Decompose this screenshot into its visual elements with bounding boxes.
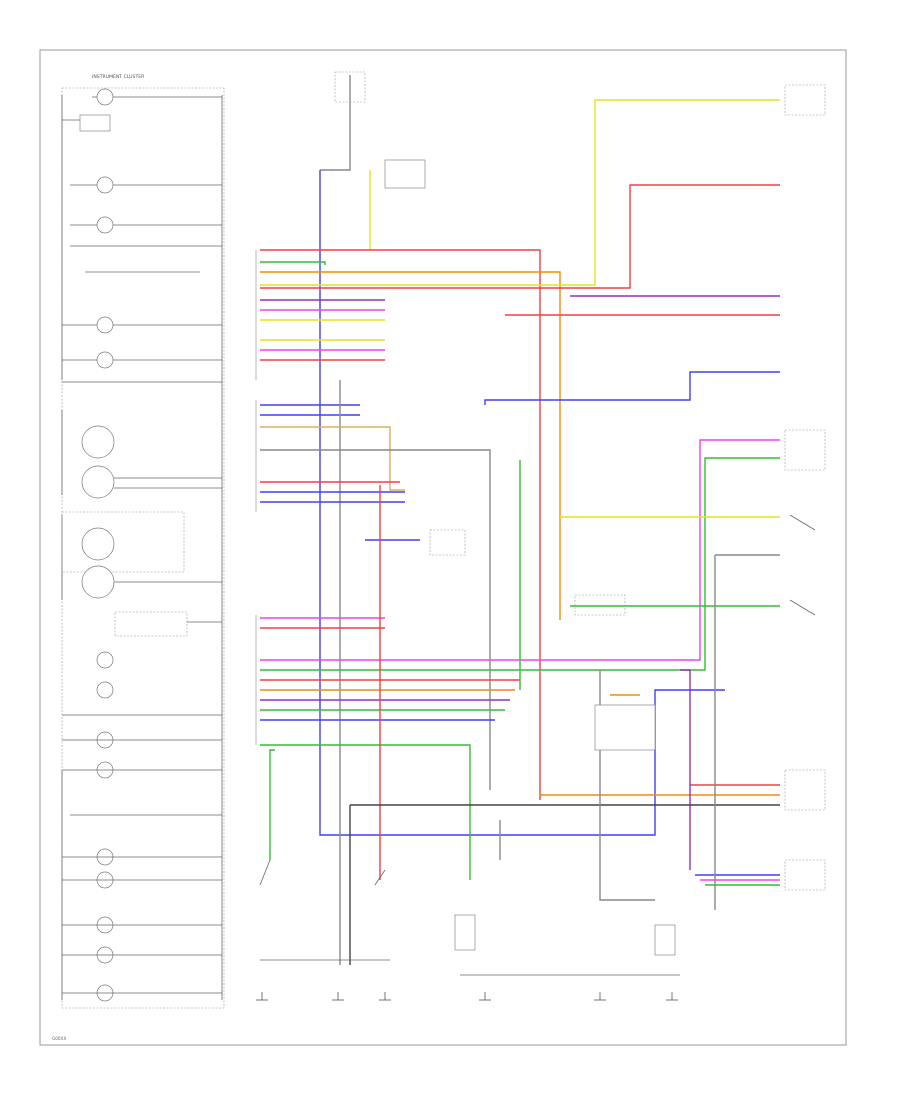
module-box bbox=[784, 429, 826, 471]
lower-indicators bbox=[62, 611, 222, 1002]
switch-icon bbox=[374, 869, 386, 886]
gauge-box bbox=[61, 511, 185, 573]
bulb-icon bbox=[96, 88, 114, 106]
relay-icon bbox=[79, 114, 111, 132]
relay-icon bbox=[594, 704, 656, 751]
bulb-icon bbox=[96, 651, 114, 669]
bulb-icon bbox=[96, 216, 114, 234]
module-box bbox=[784, 859, 826, 891]
sensor-box bbox=[429, 529, 466, 556]
module-box bbox=[784, 84, 826, 116]
fuse-block bbox=[334, 71, 366, 103]
gauge-icon bbox=[81, 527, 115, 561]
bulb-icon bbox=[96, 351, 114, 369]
diagram-frame bbox=[39, 49, 847, 1046]
gauge-icon bbox=[81, 565, 115, 599]
bulb-icon bbox=[96, 316, 114, 334]
switch-icon bbox=[454, 914, 476, 951]
bulb-icon bbox=[96, 681, 114, 699]
ground-icon bbox=[256, 992, 678, 1001]
diagram-title: INSTRUMENT CLUSTER bbox=[92, 74, 145, 80]
gauge-icon bbox=[81, 465, 115, 499]
wires bbox=[260, 75, 780, 965]
cluster-gauges bbox=[61, 425, 222, 599]
components bbox=[256, 71, 826, 1001]
switch-icon bbox=[259, 859, 271, 886]
instrument-cluster: INSTRUMENT CLUSTER bbox=[61, 74, 225, 1009]
bulb-icon bbox=[96, 176, 114, 194]
cluster-outline bbox=[61, 87, 225, 1009]
gauge-icon bbox=[81, 425, 115, 459]
footer-code: G00XX bbox=[52, 1036, 66, 1041]
switch-icon bbox=[654, 924, 676, 956]
indicator-bulbs bbox=[62, 88, 222, 383]
module-box bbox=[784, 769, 826, 811]
relay-box bbox=[384, 159, 426, 189]
switch-box bbox=[574, 594, 626, 616]
